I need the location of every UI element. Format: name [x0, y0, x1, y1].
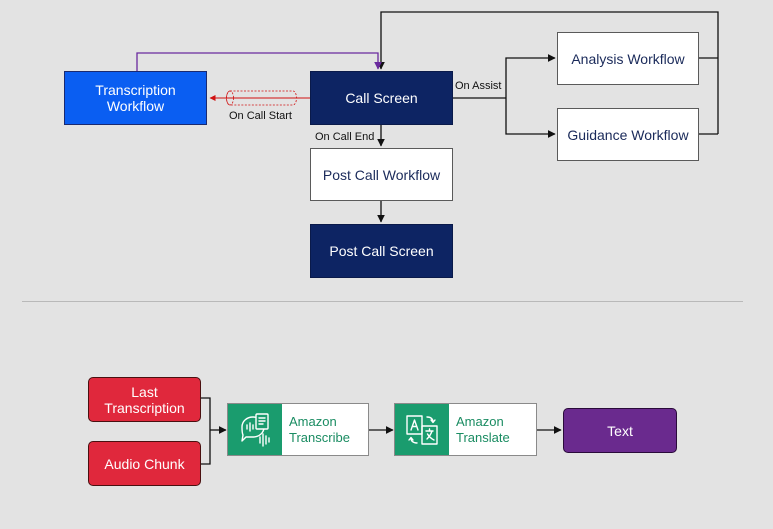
- on-assist-label: On Assist: [455, 80, 502, 92]
- audio-chunk-box[interactable]: Audio Chunk: [88, 441, 201, 486]
- last-transcription-box[interactable]: Last Transcription: [88, 377, 201, 422]
- translate-icon: [395, 404, 449, 455]
- amazon-translate-line-2: Translate: [456, 429, 510, 445]
- on-call-end-label: On Call End: [315, 131, 375, 143]
- transcribe-icon: [228, 404, 282, 455]
- post-call-workflow-box[interactable]: Post Call Workflow: [310, 148, 453, 201]
- on-call-start-label: On Call Start: [229, 110, 292, 122]
- last-transcription-line-2: Transcription: [104, 399, 185, 416]
- on-call-start-connector: [209, 90, 310, 106]
- amazon-transcribe-card[interactable]: Amazon Transcribe: [227, 403, 369, 456]
- post-call-workflow-label: Post Call Workflow: [322, 166, 441, 183]
- inputs-merge-connector: [201, 397, 227, 465]
- text-output-box[interactable]: Text: [563, 408, 677, 453]
- call-screen-label: Call Screen: [345, 90, 418, 106]
- transcription-to-call-connector: [136, 52, 382, 71]
- call-screen-box[interactable]: Call Screen: [310, 71, 453, 125]
- guidance-workflow-label: Guidance Workflow: [567, 126, 689, 143]
- guidance-workflow-box[interactable]: Guidance Workflow: [557, 108, 699, 161]
- transcription-workflow-line-1: Transcription: [95, 82, 176, 98]
- transcription-workflow-box[interactable]: Transcription Workflow: [64, 71, 207, 125]
- post-call-screen-label: Post Call Screen: [329, 243, 434, 259]
- analysis-workflow-label: Analysis Workflow: [571, 50, 685, 67]
- amazon-transcribe-line-2: Transcribe: [289, 429, 350, 445]
- amazon-translate-card[interactable]: Amazon Translate: [394, 403, 537, 456]
- audio-chunk-label: Audio Chunk: [104, 455, 185, 472]
- transcription-workflow-line-2: Workflow: [106, 98, 165, 114]
- section-divider: [22, 301, 743, 302]
- feedback-connector: [377, 11, 719, 135]
- last-transcription-line-1: Last: [131, 383, 158, 400]
- amazon-translate-line-1: Amazon: [456, 413, 504, 429]
- post-call-screen-box[interactable]: Post Call Screen: [310, 224, 453, 278]
- text-output-label: Text: [607, 422, 633, 439]
- analysis-workflow-box[interactable]: Analysis Workflow: [557, 32, 699, 85]
- amazon-transcribe-line-1: Amazon: [289, 413, 337, 429]
- on-assist-connector: [453, 54, 556, 138]
